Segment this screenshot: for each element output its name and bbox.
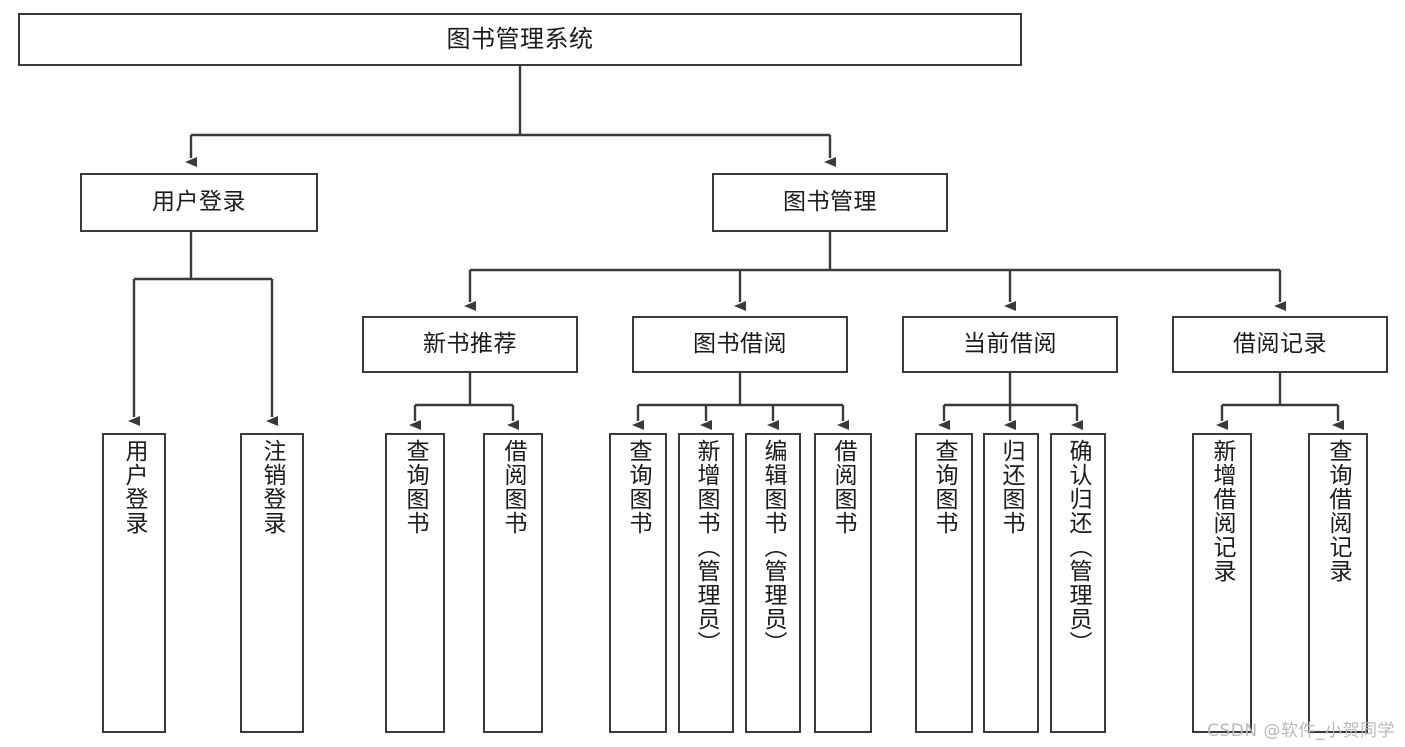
node-current-borrow-label: 当前借阅 (963, 330, 1057, 357)
node-borrow-record[interactable]: 借阅记录 (1172, 316, 1388, 373)
node-leaf-query-book-2-label: 查询图书 (625, 439, 652, 535)
node-leaf-user-login-label: 用户登录 (121, 439, 148, 535)
node-current-borrow[interactable]: 当前借阅 (902, 316, 1118, 373)
node-leaf-query-record[interactable]: 查询借阅记录 (1308, 433, 1368, 733)
node-new-book-recommend[interactable]: 新书推荐 (362, 316, 578, 373)
node-book-management[interactable]: 图书管理 (712, 173, 948, 232)
node-book-borrow-label: 图书借阅 (693, 330, 787, 357)
node-leaf-user-logout-label: 注销登录 (259, 439, 286, 535)
csdn-watermark: CSDN @软件_小贺同学 (1207, 721, 1395, 741)
node-leaf-query-book-3-label: 查询图书 (931, 439, 958, 535)
node-leaf-borrow-book-2-label: 借阅图书 (830, 439, 857, 535)
node-leaf-query-book-3[interactable]: 查询图书 (915, 433, 973, 733)
node-leaf-edit-book-label: 编辑图书（管理员） (760, 439, 787, 655)
node-root[interactable]: 图书管理系统 (18, 13, 1022, 66)
node-book-management-label: 图书管理 (783, 188, 877, 215)
node-leaf-query-book-1[interactable]: 查询图书 (385, 433, 445, 733)
node-leaf-query-book-2[interactable]: 查询图书 (609, 433, 667, 733)
node-leaf-borrow-book-2[interactable]: 借阅图书 (814, 433, 872, 733)
node-leaf-return-book[interactable]: 归还图书 (983, 433, 1039, 733)
node-leaf-add-record-label: 新增借阅记录 (1209, 439, 1236, 583)
node-leaf-user-login[interactable]: 用户登录 (102, 433, 166, 733)
node-borrow-record-label: 借阅记录 (1233, 330, 1327, 357)
node-root-label: 图书管理系统 (446, 25, 594, 54)
node-leaf-add-book-label: 新增图书（管理员） (693, 439, 720, 655)
node-leaf-return-book-label: 归还图书 (998, 439, 1025, 535)
node-leaf-confirm-return-label: 确认归还（管理员） (1065, 439, 1092, 655)
node-leaf-borrow-book-1-label: 借阅图书 (500, 439, 527, 535)
node-new-book-recommend-label: 新书推荐 (423, 330, 517, 357)
node-leaf-add-record[interactable]: 新增借阅记录 (1192, 433, 1252, 733)
node-leaf-edit-book[interactable]: 编辑图书（管理员） (745, 433, 801, 733)
node-leaf-add-book[interactable]: 新增图书（管理员） (678, 433, 734, 733)
node-user-login-label: 用户登录 (152, 188, 246, 215)
node-leaf-query-book-1-label: 查询图书 (402, 439, 429, 535)
node-book-borrow[interactable]: 图书借阅 (632, 316, 848, 373)
node-user-login[interactable]: 用户登录 (80, 173, 318, 232)
node-leaf-query-record-label: 查询借阅记录 (1325, 439, 1352, 583)
node-leaf-confirm-return[interactable]: 确认归还（管理员） (1050, 433, 1106, 733)
node-leaf-user-logout[interactable]: 注销登录 (240, 433, 304, 733)
node-leaf-borrow-book-1[interactable]: 借阅图书 (483, 433, 543, 733)
